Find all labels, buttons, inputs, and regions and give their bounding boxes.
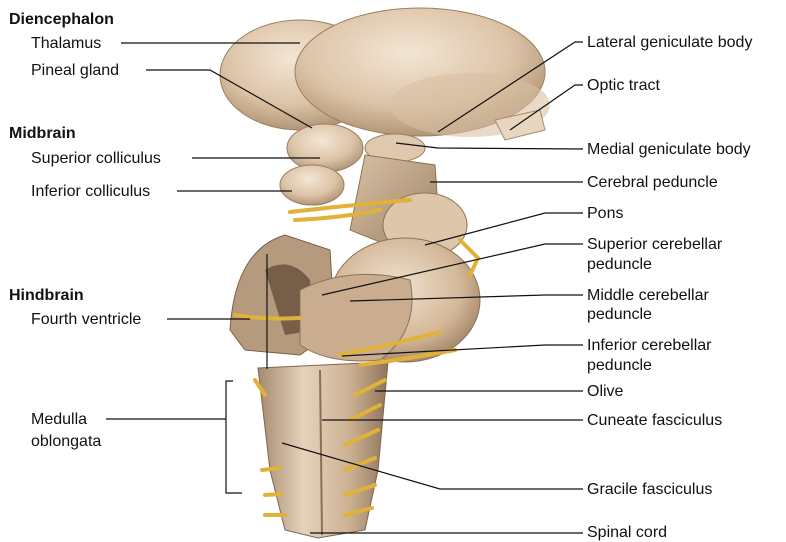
section-midbrain: Midbrain — [9, 124, 76, 143]
label-spinal-cord: Spinal cord — [587, 523, 667, 542]
label-superior-cerebellar-line2: peduncle — [587, 255, 652, 274]
label-medulla-line2: oblongata — [31, 432, 101, 451]
label-inferior-cerebellar-line2: peduncle — [587, 356, 652, 375]
label-medulla-line1: Medulla — [31, 410, 87, 429]
label-gracile-fasciculus: Gracile fasciculus — [587, 480, 712, 499]
label-middle-cerebellar-line1: Middle cerebellar — [587, 286, 709, 305]
thalamus-shape — [220, 8, 550, 137]
label-medial-geniculate-body: Medial geniculate body — [587, 140, 751, 159]
label-middle-cerebellar-line2: peduncle — [587, 305, 652, 324]
label-inferior-colliculus: Inferior colliculus — [31, 182, 150, 201]
label-fourth-ventricle: Fourth ventricle — [31, 310, 141, 329]
label-superior-cerebellar-line1: Superior cerebellar — [587, 235, 722, 254]
label-superior-colliculus: Superior colliculus — [31, 149, 161, 168]
label-pineal-gland: Pineal gland — [31, 61, 119, 80]
label-thalamus: Thalamus — [31, 34, 101, 53]
label-optic-tract: Optic tract — [587, 76, 660, 95]
label-olive: Olive — [587, 382, 623, 401]
section-diencephalon: Diencephalon — [9, 10, 114, 29]
label-cuneate-fasciculus: Cuneate fasciculus — [587, 411, 722, 430]
label-inferior-cerebellar-line1: Inferior cerebellar — [587, 336, 712, 355]
section-hindbrain: Hindbrain — [9, 286, 84, 305]
label-cerebral-peduncle: Cerebral peduncle — [587, 173, 718, 192]
label-lateral-geniculate-body: Lateral geniculate body — [587, 33, 752, 52]
label-pons: Pons — [587, 204, 623, 223]
